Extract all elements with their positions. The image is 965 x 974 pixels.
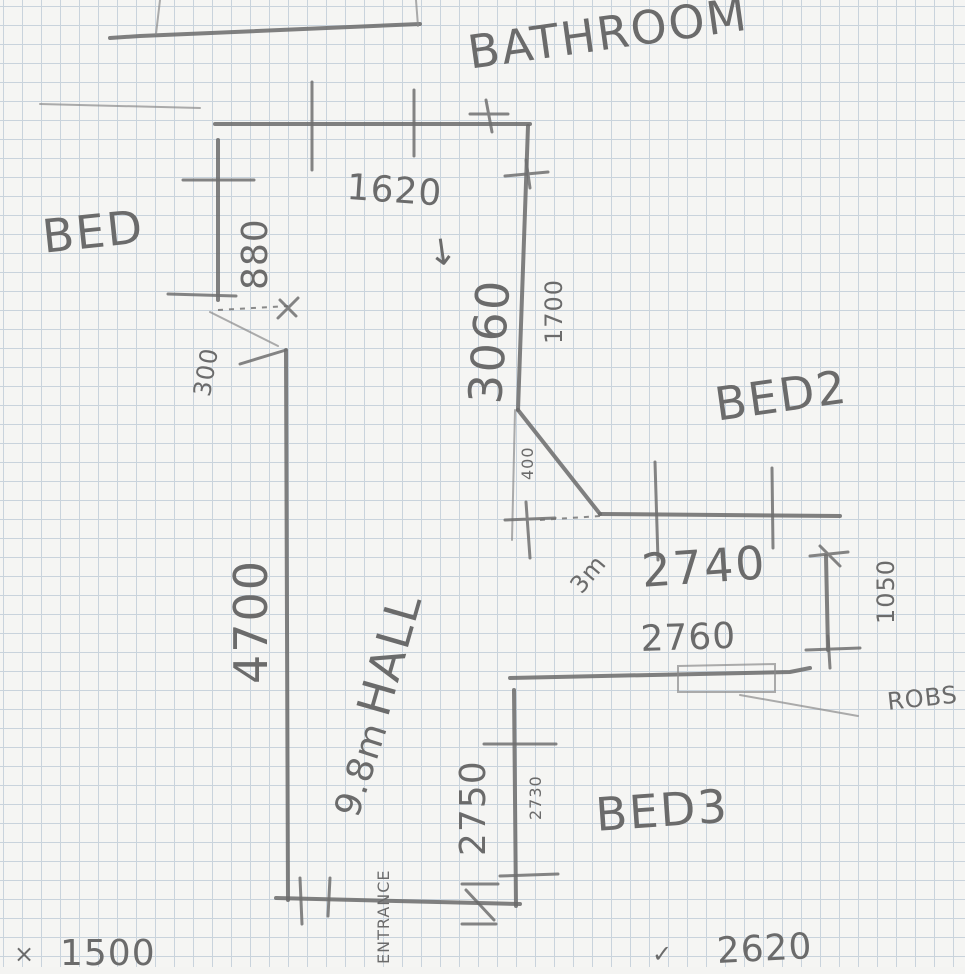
label-entrance: ENTRANCE	[374, 869, 393, 964]
wall-bed-diag	[209, 311, 279, 347]
wall-bed3-top	[508, 666, 812, 680]
dim-bed-width: 880	[235, 218, 276, 290]
dash-bed	[217, 305, 289, 311]
wall-top-fragment	[108, 22, 422, 40]
dim-corner: 400	[518, 446, 537, 480]
dim-bed2-depth: 1050	[872, 558, 900, 624]
robe-box	[677, 662, 776, 693]
tick-left-small	[238, 348, 288, 366]
tick-bed2-right-b	[804, 634, 862, 670]
bottom-mark-2: ✓	[652, 940, 674, 968]
dim-right-inner: 1700	[540, 278, 568, 344]
wall-bed2-top	[598, 512, 842, 518]
label-robs: ROBS	[885, 680, 960, 716]
label-bed3: BED3	[593, 778, 731, 842]
dash-top-left	[39, 103, 201, 109]
wall-bottom	[274, 896, 522, 906]
tick-bed2-left	[503, 500, 557, 560]
dim-right-long: 3060	[458, 276, 521, 406]
tick-bed-2	[166, 292, 238, 298]
dim-bottom-right: 2620	[715, 925, 814, 972]
wall-hall-right	[512, 688, 518, 908]
tick-right-1	[503, 158, 550, 190]
tick-bed2-2	[770, 466, 775, 550]
tick-top-3	[468, 98, 510, 134]
tick-bed2-right-a	[808, 544, 850, 568]
wall-top-fragment-right	[415, 0, 419, 27]
dim-bed3-length: 2750	[453, 760, 494, 856]
wall-hall-left	[284, 348, 290, 902]
robe-pointer	[739, 694, 859, 717]
tick-bed2-1	[653, 460, 660, 562]
wall-top-fragment-left	[155, 0, 161, 35]
bottom-mark-1: ×	[14, 940, 36, 968]
tick-bottom-2	[326, 876, 332, 918]
down-arrow-icon: ↓	[424, 230, 462, 276]
dim-bed2-lower: 2760	[639, 615, 737, 660]
wall-diagonal	[516, 408, 602, 516]
dim-bottom-left: 1500	[60, 933, 156, 974]
label-bed: BED	[39, 199, 147, 264]
dim-bed3-inner: 2730	[526, 775, 545, 820]
dim-top-width: 1620	[345, 167, 444, 215]
tick-bottom-1	[298, 876, 304, 926]
tick-bed3-2	[498, 872, 560, 878]
dim-hall-length: 4700	[224, 558, 278, 684]
tick-bed-x	[276, 296, 300, 320]
dim-bed2-width: 2740	[639, 535, 769, 598]
wall-bed2-right	[824, 554, 830, 652]
